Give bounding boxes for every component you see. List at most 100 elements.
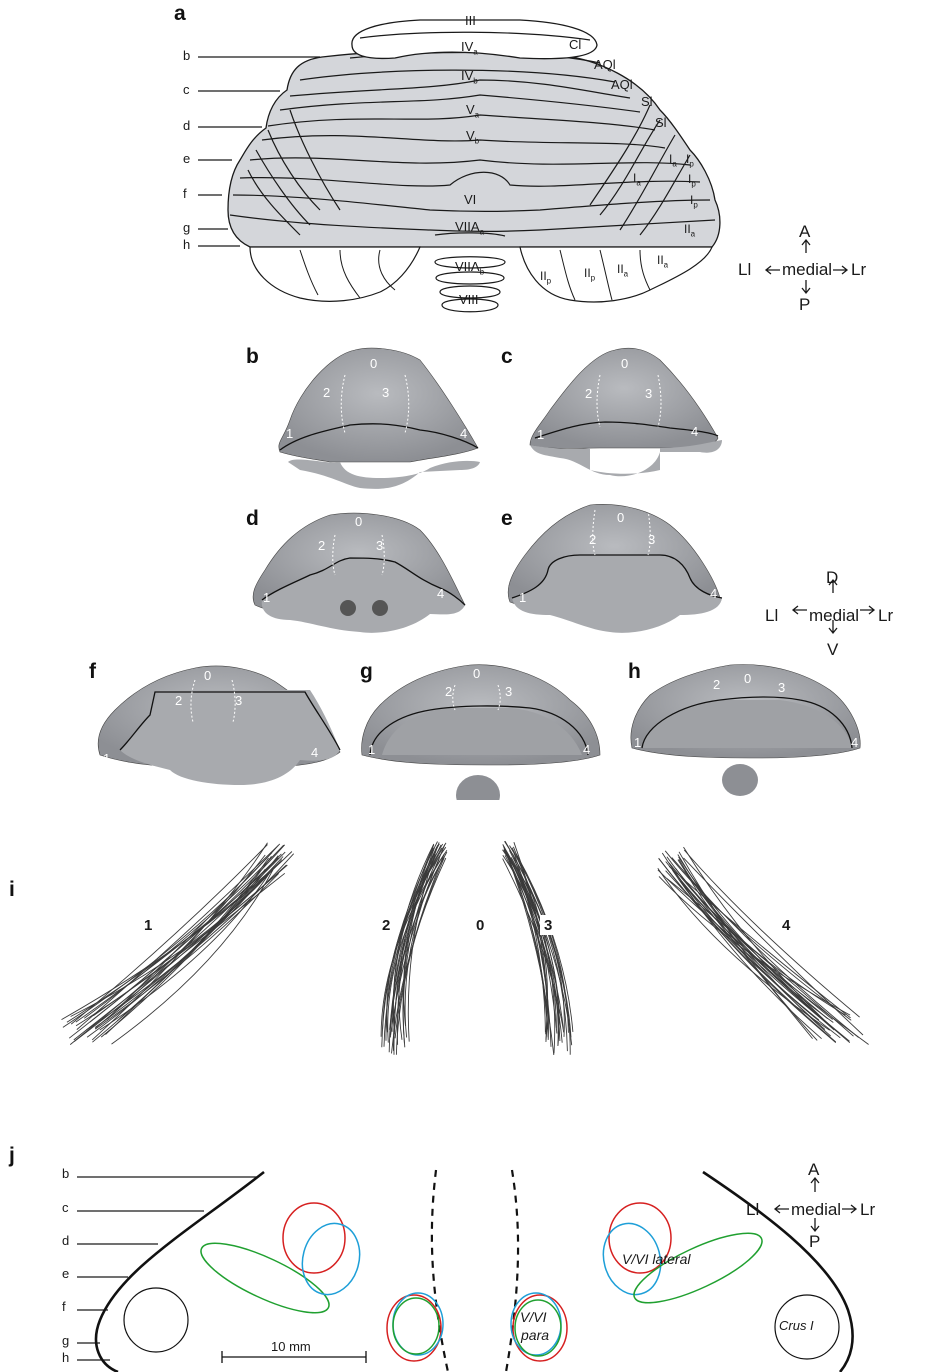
panel-f-letter: f bbox=[89, 660, 96, 684]
trajectory-trace bbox=[107, 853, 272, 1019]
compass-dv-top: D bbox=[826, 568, 838, 588]
lobule-Sl-label-2: Sl bbox=[655, 115, 667, 130]
marker-c-4: 4 bbox=[691, 424, 698, 439]
traj-label-2: 2 bbox=[382, 917, 390, 934]
j-level-label-h: h bbox=[62, 1350, 69, 1365]
region-para-label-1: V/VI bbox=[520, 1309, 546, 1325]
compass-j-center: medial bbox=[791, 1200, 841, 1220]
marker-f-4: 4 bbox=[311, 745, 318, 760]
lobule-VIII-label: VIII bbox=[459, 292, 479, 307]
region-para-label-2: para bbox=[521, 1327, 549, 1343]
trajectory-trace bbox=[504, 847, 559, 1046]
marker-c-1: 1 bbox=[537, 427, 544, 442]
lobule-Ip-label-3: Ip bbox=[690, 193, 698, 209]
trajectory-trace bbox=[112, 870, 274, 1045]
section-e bbox=[508, 504, 722, 632]
traj-label-3: 3 bbox=[544, 917, 552, 934]
section-images bbox=[0, 330, 935, 800]
marker-b-3: 3 bbox=[382, 385, 389, 400]
marker-b-2: 2 bbox=[323, 385, 330, 400]
compass-j-top: A bbox=[808, 1160, 819, 1180]
trajectory-trace bbox=[74, 873, 285, 1040]
j-level-label-e: e bbox=[62, 1266, 69, 1281]
compass-a-top: A bbox=[799, 222, 810, 242]
section-g bbox=[362, 665, 600, 800]
marker-e-2: 2 bbox=[589, 532, 596, 547]
marker-h-0: 0 bbox=[744, 671, 751, 686]
panel-h-letter: h bbox=[628, 660, 641, 684]
level-label-e: e bbox=[183, 151, 190, 166]
lobule-Ip-label-1: Ip bbox=[686, 152, 694, 168]
compass-dv-right: Lr bbox=[878, 606, 893, 626]
lobule-VIIAb-label: VIIAb bbox=[455, 259, 484, 277]
compass-a-left: Ll bbox=[738, 260, 751, 280]
lobule-IIa-label-3: IIa bbox=[617, 262, 628, 278]
marker-h-4: 4 bbox=[851, 735, 858, 750]
level-label-f: f bbox=[183, 186, 187, 201]
lobule-Vb-label: Vb bbox=[466, 128, 479, 146]
compass-dv-bottom: V bbox=[827, 640, 838, 660]
section-b bbox=[279, 348, 480, 489]
marker-d-2: 2 bbox=[318, 538, 325, 553]
marker-g-0: 0 bbox=[473, 666, 480, 681]
lobule-IVb-label: IVb bbox=[461, 68, 478, 86]
trajectory-plot bbox=[0, 840, 935, 1060]
compass-a-right: Lr bbox=[851, 260, 866, 280]
panel-c-letter: c bbox=[501, 345, 513, 369]
scale-bar-label: 10 mm bbox=[271, 1339, 311, 1354]
marker-c-0: 0 bbox=[621, 356, 628, 371]
lobule-IVa-label: IVa bbox=[461, 39, 478, 57]
level-label-g: g bbox=[183, 220, 190, 235]
traj-label-4: 4 bbox=[782, 917, 790, 934]
marker-g-4: 4 bbox=[583, 742, 590, 757]
marker-d-1: 1 bbox=[263, 590, 270, 605]
j-level-label-d: d bbox=[62, 1233, 69, 1248]
traj-label-1: 1 bbox=[144, 917, 152, 934]
trajectory-trace bbox=[682, 866, 825, 1029]
lobule-IIa-label-1: IIa bbox=[684, 222, 695, 238]
lobule-VIIAa-label: VIIAa bbox=[455, 219, 484, 237]
lobule-Ia-label-2: Ia bbox=[633, 171, 641, 187]
trajectory-trace bbox=[71, 845, 267, 1025]
marker-e-0: 0 bbox=[617, 510, 624, 525]
lobule-IIa-label-2: IIa bbox=[657, 253, 668, 269]
compass-j-left: Ll bbox=[746, 1200, 759, 1220]
marker-h-1: 1 bbox=[634, 735, 641, 750]
marker-h-2: 2 bbox=[713, 677, 720, 692]
trajectory-trace bbox=[679, 857, 850, 1043]
traj-label-0: 0 bbox=[476, 917, 484, 934]
lobule-Sl-label-1: Sl bbox=[641, 94, 653, 109]
marker-e-3: 3 bbox=[648, 532, 655, 547]
marker-f-3: 3 bbox=[235, 693, 242, 708]
lobule-Va-label: Va bbox=[466, 102, 479, 120]
level-label-c: c bbox=[183, 82, 190, 97]
traj-label-boxes bbox=[140, 915, 798, 935]
compass-dv-left: Ll bbox=[765, 606, 778, 626]
panel-b-letter: b bbox=[246, 345, 259, 369]
lobule-III-label: III bbox=[465, 13, 476, 28]
trajectory-trace bbox=[90, 845, 285, 1022]
map-diagram bbox=[0, 1150, 935, 1372]
lobule-AQl-label-2: AQl bbox=[611, 77, 633, 92]
marker-d-3: 3 bbox=[376, 538, 383, 553]
marker-c-3: 3 bbox=[645, 386, 652, 401]
compass-j-right: Lr bbox=[860, 1200, 875, 1220]
marker-h-3: 3 bbox=[778, 680, 785, 695]
lobule-AQl-label-1: AQl bbox=[594, 57, 616, 72]
level-label-d: d bbox=[183, 118, 190, 133]
marker-e-4: 4 bbox=[710, 586, 717, 601]
trajectory-trace bbox=[95, 855, 265, 1028]
trajectory-trace bbox=[77, 844, 280, 1030]
lobule-IIp-label-1: IIp bbox=[584, 266, 595, 282]
trajectory-trace bbox=[87, 869, 265, 1037]
marker-f-2: 2 bbox=[175, 693, 182, 708]
crus-label: Crus I bbox=[779, 1318, 814, 1333]
lobule-Ip-label-2: Ip bbox=[688, 172, 696, 188]
level-label-h: h bbox=[183, 237, 190, 252]
marker-b-0: 0 bbox=[370, 356, 377, 371]
lobule-IIp-label-2: IIp bbox=[540, 269, 551, 285]
trajectory-trace bbox=[672, 858, 859, 1038]
marker-g-2: 2 bbox=[445, 684, 452, 699]
marker-c-2: 2 bbox=[585, 386, 592, 401]
marker-e-1: 1 bbox=[519, 590, 526, 605]
